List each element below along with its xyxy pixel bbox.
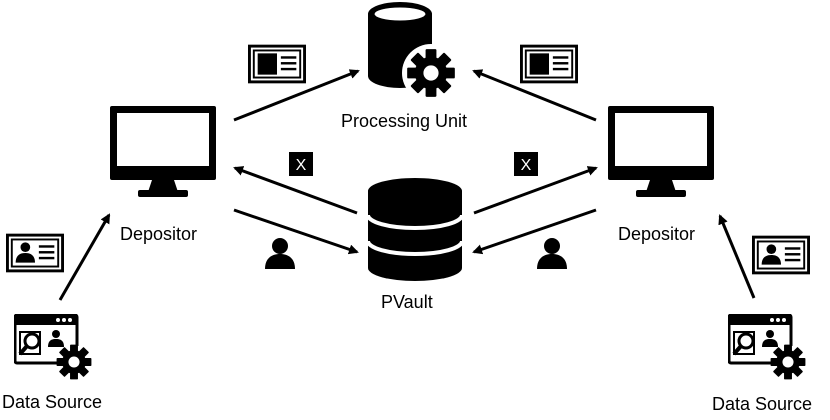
x-badge-label: X [296,157,307,174]
pvault-label: PVault [381,292,433,312]
arrow-depositor-left-to-processing-unit [233,69,360,122]
id-card-icon [6,233,64,273]
monitor-icon [608,106,714,197]
arrow-depositor-right-to-processing-unit [472,69,597,122]
depositor-left-node [110,106,216,197]
gear-icon [56,344,92,380]
arrow-pvault-to-depositor-right [473,166,598,215]
x-card-icon [520,44,578,84]
arrow-depositor-left-to-pvault [233,208,359,255]
data-source-right-label: Data Source [712,394,813,414]
processing-unit-node [368,2,460,102]
depositor-left-label: Depositor [120,224,198,244]
depositor-right-label: Depositor [618,224,696,244]
x-badge-label: X [521,157,532,174]
monitor-icon [110,106,216,197]
arrow-datasource-left-to-depositor-left [58,213,111,301]
data-source-left-node [14,314,92,380]
processing-unit-label: Processing Unit [341,111,468,131]
x-badge-icon: X [289,152,313,176]
arrow-depositor-right-to-pvault [472,208,597,255]
person-icon [265,238,295,269]
id-card-icon [752,235,810,275]
data-source-right-node [728,314,806,380]
x-card-icon [248,44,306,84]
database-gear-icon [368,2,460,102]
database-icon [366,178,464,281]
depositor-right-node [608,106,714,197]
pvault-node [366,178,464,281]
gear-icon [770,344,806,380]
person-icon [537,238,567,269]
arrow-datasource-right-to-depositor-right [718,214,756,299]
arrow-pvault-to-depositor-left [233,166,358,215]
connectors [58,69,756,301]
data-source-left-label: Data Source [2,392,103,412]
x-badge-icon: X [514,152,538,176]
